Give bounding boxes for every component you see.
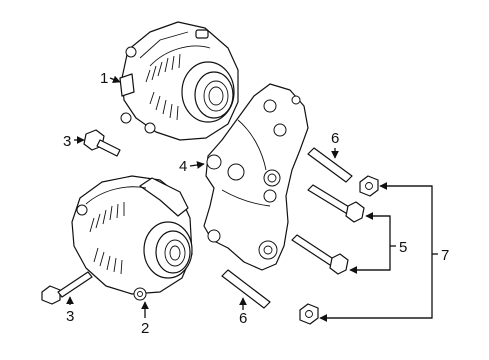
callout-4: 4 xyxy=(179,158,187,175)
nut-7-lower xyxy=(299,303,319,325)
callout-7: 7 xyxy=(441,247,449,264)
callout-1: 1 xyxy=(100,70,108,87)
callout-6-upper: 6 xyxy=(331,130,339,147)
stud-6-lower xyxy=(221,269,271,309)
callout-2: 2 xyxy=(141,320,149,337)
bolt-5-lower xyxy=(291,234,349,275)
stud-6-upper xyxy=(307,147,353,183)
bolt-3-upper xyxy=(83,129,121,157)
bolt-3-lower xyxy=(41,271,93,305)
leader-lines xyxy=(66,75,438,322)
alternator-upper xyxy=(119,21,239,141)
alternator-lower xyxy=(71,175,193,301)
callout-3-lower: 3 xyxy=(66,308,74,325)
callout-5: 5 xyxy=(399,239,407,256)
mounting-bracket xyxy=(203,83,309,271)
nut-7-upper xyxy=(359,175,379,197)
callout-6-lower: 6 xyxy=(239,310,247,327)
callout-3-upper: 3 xyxy=(63,133,71,150)
bolt-5-upper xyxy=(307,184,365,223)
